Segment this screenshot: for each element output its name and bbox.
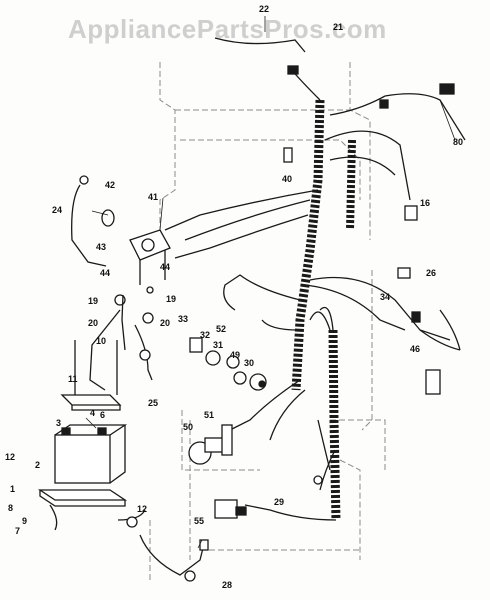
watermark-text: AppliancePartsPros.com <box>68 14 387 44</box>
callout-44-right: 44 <box>160 262 171 272</box>
callout-12-left: 12 <box>5 452 16 462</box>
callout-50: 50 <box>183 422 194 432</box>
callout-16: 16 <box>420 198 431 208</box>
callout-9: 9 <box>22 516 28 526</box>
callout-26: 26 <box>426 268 437 278</box>
callout-46: 46 <box>410 344 421 354</box>
callout-41: 41 <box>148 192 159 202</box>
callout-19-right: 19 <box>166 294 177 304</box>
callout-40: 40 <box>282 174 293 184</box>
callout-33: 33 <box>178 314 189 324</box>
callout-42: 42 <box>105 180 116 190</box>
callout-19-left: 19 <box>88 296 99 306</box>
callout-49: 49 <box>230 350 241 360</box>
main-wire-loom <box>291 99 356 521</box>
callout-7: 7 <box>15 526 21 536</box>
wire-runs <box>71 37 466 576</box>
callout-21: 21 <box>333 22 344 32</box>
callout-32: 32 <box>200 330 211 340</box>
solenoid-assembly <box>101 209 171 324</box>
callout-25: 25 <box>148 398 159 408</box>
callout-44-left: 44 <box>100 268 111 278</box>
callout-3: 3 <box>56 418 62 428</box>
callout-22: 22 <box>259 4 270 14</box>
callout-51: 51 <box>204 410 215 420</box>
callout-11: 11 <box>68 374 78 384</box>
callout-29: 29 <box>274 497 285 507</box>
callout-2: 2 <box>35 460 41 470</box>
callout-12-bottom: 12 <box>137 504 148 514</box>
callout-28: 28 <box>222 580 233 590</box>
callout-55: 55 <box>194 516 205 526</box>
callout-31: 31 <box>213 340 224 350</box>
callout-80: 80 <box>453 137 464 147</box>
callout-1: 1 <box>10 484 16 494</box>
callout-6: 6 <box>100 410 106 420</box>
callout-10: 10 <box>96 336 107 346</box>
callout-8: 8 <box>8 503 14 513</box>
leader-lines <box>85 16 456 549</box>
callout-24: 24 <box>52 205 63 215</box>
callout-20-left: 20 <box>88 318 99 328</box>
callout-43: 43 <box>96 242 107 252</box>
callout-20-right: 20 <box>160 318 171 328</box>
battery-assembly <box>37 340 128 531</box>
callout-34: 34 <box>380 292 391 302</box>
callout-4: 4 <box>90 408 96 418</box>
callout-52: 52 <box>216 324 227 334</box>
switch-components <box>188 65 455 551</box>
callout-30: 30 <box>244 358 255 368</box>
ring-terminals <box>79 175 323 582</box>
